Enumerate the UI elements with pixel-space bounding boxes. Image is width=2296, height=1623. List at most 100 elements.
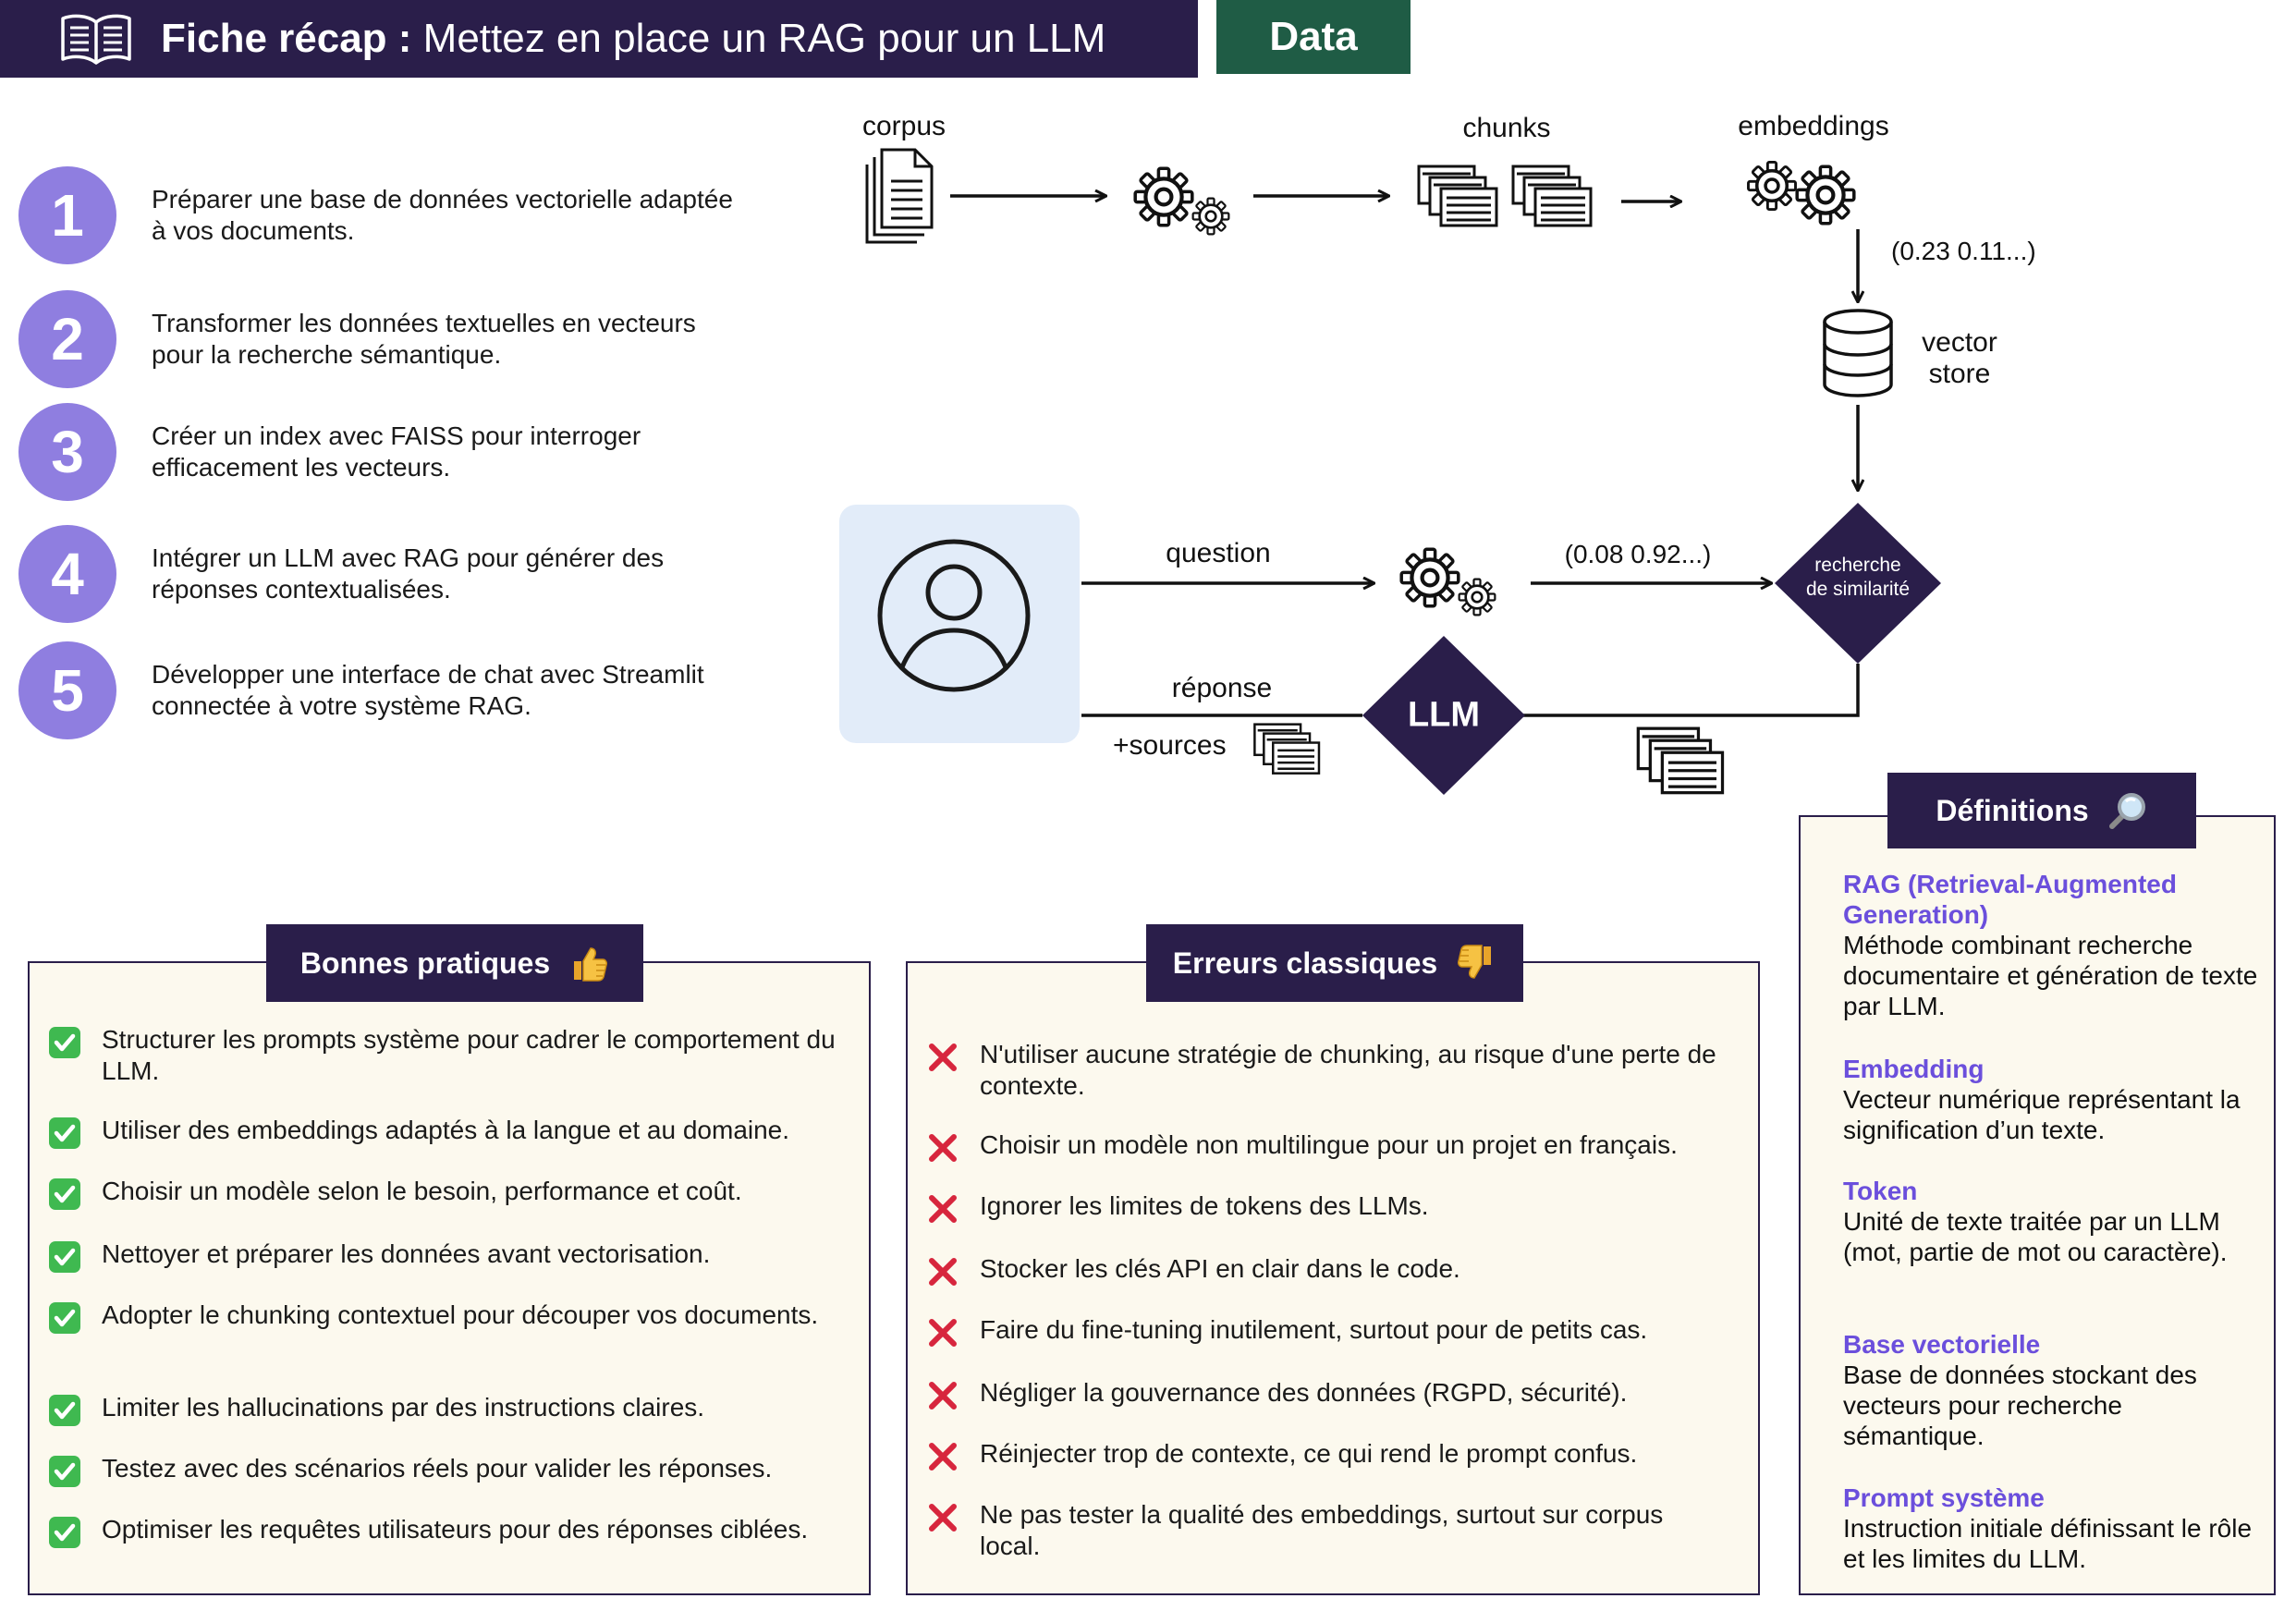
good-practice-item: Utiliser des embeddings adaptés à la lan… <box>48 1115 843 1150</box>
good-practice-item: Limiter les hallucinations par des instr… <box>48 1392 843 1427</box>
llm-node <box>1362 636 1525 795</box>
step-2: 2 Transformer les données textuelles en … <box>18 288 758 390</box>
label-llm: LLM <box>1407 695 1481 735</box>
common-error-item: Réinjecter trop de contexte, ce qui rend… <box>926 1438 1730 1473</box>
step-number: 1 <box>18 166 116 264</box>
definition-term: Embedding <box>1843 1055 1985 1083</box>
definition-token: Token Unité de texte traitée par un LLM … <box>1843 1176 2268 1267</box>
step-5: 5 Développer une interface de chat avec … <box>18 640 758 741</box>
chunks-stack-icon-2 <box>1511 165 1593 227</box>
line-search-to-llm <box>1521 664 1860 717</box>
step-number: 5 <box>18 641 116 739</box>
definition-desc: Méthode combinant recherche documentaire… <box>1843 931 2258 1020</box>
common-error-item-text: Choisir un modèle non multilingue pour u… <box>980 1130 1678 1159</box>
good-practice-item: Testez avec des scénarios réels pour val… <box>48 1453 843 1488</box>
definitions-title: Définitions <box>1936 793 2089 827</box>
cross-mark-icon <box>929 1134 957 1162</box>
label-search-line2: de similarité <box>1805 579 1911 600</box>
label-embeddings: embeddings <box>1738 111 1889 141</box>
common-error-item: Choisir un modèle non multilingue pour u… <box>926 1129 1730 1165</box>
label-search-line1: recherche <box>1814 555 1901 576</box>
good-practice-item: Nettoyer et préparer les données avant v… <box>48 1239 843 1274</box>
common-error-item: Faire du fine-tuning inutilement, surtou… <box>926 1314 1730 1349</box>
label-sources: +sources <box>1113 730 1227 761</box>
step-text: Préparer une base de données vectorielle… <box>152 185 733 245</box>
step-number: 2 <box>18 290 116 388</box>
common-error-item-text: Stocker les clés API en clair dans le co… <box>980 1254 1460 1283</box>
good-practices-panel <box>28 961 871 1595</box>
common-errors-header: Erreurs classiques <box>1146 924 1523 1002</box>
good-practice-item-text: Adopter le chunking contextuel pour déco… <box>102 1300 819 1329</box>
definition-embedding: Embedding Vecteur numérique représentant… <box>1843 1054 2268 1145</box>
label-corpus: corpus <box>861 111 946 141</box>
definition-term: RAG (Retrieval-Augmented Generation) <box>1843 870 2177 929</box>
step-1: 1 Préparer une base de données vectoriel… <box>18 165 758 266</box>
open-book-icon <box>61 14 131 65</box>
common-error-item-text: N'utiliser aucune stratégie de chunking,… <box>980 1040 1716 1100</box>
label-question-vector: (0.08 0.92...) <box>1564 540 1712 568</box>
cross-mark-icon <box>929 1382 957 1409</box>
magnifier-icon <box>2108 793 2145 829</box>
good-practice-item: Structurer les prompts système pour cadr… <box>48 1024 843 1087</box>
check-mark-icon <box>49 1517 80 1548</box>
common-error-item: Stocker les clés API en clair dans le co… <box>926 1253 1730 1288</box>
gears-icon-chunking <box>1135 168 1230 236</box>
check-mark-icon <box>49 1302 80 1334</box>
step-text: Intégrer un LLM avec RAG pour générer de… <box>152 543 665 604</box>
step-3: 3 Créer un index avec FAISS pour interro… <box>18 401 758 503</box>
definitions-header: Définitions <box>1887 773 2196 848</box>
definition-desc: Unité de texte traitée par un LLM (mot, … <box>1843 1207 2228 1266</box>
definition-vector-db: Base vectorielle Base de données stockan… <box>1843 1329 2268 1451</box>
common-error-item-text: Ne pas tester la qualité des embeddings,… <box>980 1500 1664 1560</box>
step-text: Transformer les données textuelles en ve… <box>152 309 696 369</box>
common-error-item: Ignorer les limites de tokens des LLMs. <box>926 1190 1730 1226</box>
step-number: 3 <box>18 403 116 501</box>
cross-mark-icon <box>929 1043 957 1071</box>
retrieved-docs-stack-icon <box>1638 728 1722 792</box>
common-errors-title: Erreurs classiques <box>1172 946 1438 980</box>
label-vector-store-line1: vector <box>1922 327 1997 358</box>
definition-desc: Base de données stockant des vecteurs po… <box>1843 1361 2197 1450</box>
good-practice-item-text: Optimiser les requêtes utilisateurs pour… <box>102 1515 809 1544</box>
category-badge: Data <box>1216 0 1411 74</box>
step-number: 4 <box>18 525 116 623</box>
label-vector-example: (0.23 0.11...) <box>1891 237 2036 265</box>
common-error-item: N'utiliser aucune stratégie de chunking,… <box>926 1039 1730 1102</box>
label-response: réponse <box>1171 673 1273 703</box>
step-text: Développer une interface de chat avec St… <box>152 660 704 720</box>
definition-desc: Instruction initiale définissant le rôle… <box>1843 1514 2253 1573</box>
good-practice-item: Choisir un modèle selon le besoin, perfo… <box>48 1176 843 1211</box>
definition-term: Prompt système <box>1843 1483 2045 1512</box>
check-mark-icon <box>49 1456 80 1487</box>
good-practice-item-text: Nettoyer et préparer les données avant v… <box>102 1239 711 1268</box>
definition-term: Token <box>1843 1177 1918 1205</box>
good-practice-item-text: Limiter les hallucinations par des instr… <box>102 1393 705 1422</box>
good-practices-header: Bonnes pratiques <box>266 924 643 1002</box>
sources-stack-icon <box>1252 723 1321 775</box>
common-error-item-text: Ignorer les limites de tokens des LLMs. <box>980 1191 1429 1220</box>
check-mark-icon <box>49 1027 80 1058</box>
good-practice-item: Optimiser les requêtes utilisateurs pour… <box>48 1514 843 1549</box>
chunks-stack-icon <box>1417 165 1498 227</box>
user-icon <box>877 539 1031 692</box>
step-text: Créer un index avec FAISS pour interroge… <box>152 421 641 482</box>
similarity-search-node <box>1775 503 1941 664</box>
page-title-rest: Mettez en place un RAG pour un LLM <box>411 16 1106 61</box>
page-title-bold: Fiche récap : <box>161 16 412 61</box>
step-4: 4 Intégrer un LLM avec RAG pour générer … <box>18 523 758 625</box>
check-mark-icon <box>49 1178 80 1210</box>
good-practice-item-text: Choisir un modèle selon le besoin, perfo… <box>102 1177 742 1205</box>
common-error-item: Ne pas tester la qualité des embeddings,… <box>926 1499 1730 1562</box>
check-mark-icon <box>49 1395 80 1426</box>
definition-rag: RAG (Retrieval-Augmented Generation) Mét… <box>1843 869 2268 1021</box>
rag-flow-diagram <box>865 148 1941 795</box>
database-icon <box>1823 309 1893 397</box>
common-error-item-text: Faire du fine-tuning inutilement, surtou… <box>980 1315 1648 1344</box>
check-mark-icon <box>49 1241 80 1273</box>
good-practices-title: Bonnes pratiques <box>299 946 551 980</box>
gears-icon-query <box>1401 549 1496 616</box>
cross-mark-icon <box>929 1195 957 1223</box>
common-error-item-text: Réinjecter trop de contexte, ce qui rend… <box>980 1439 1638 1468</box>
common-errors-panel <box>906 961 1760 1595</box>
header-bar: Fiche récap : Mettez en place un RAG pou… <box>0 0 1198 78</box>
